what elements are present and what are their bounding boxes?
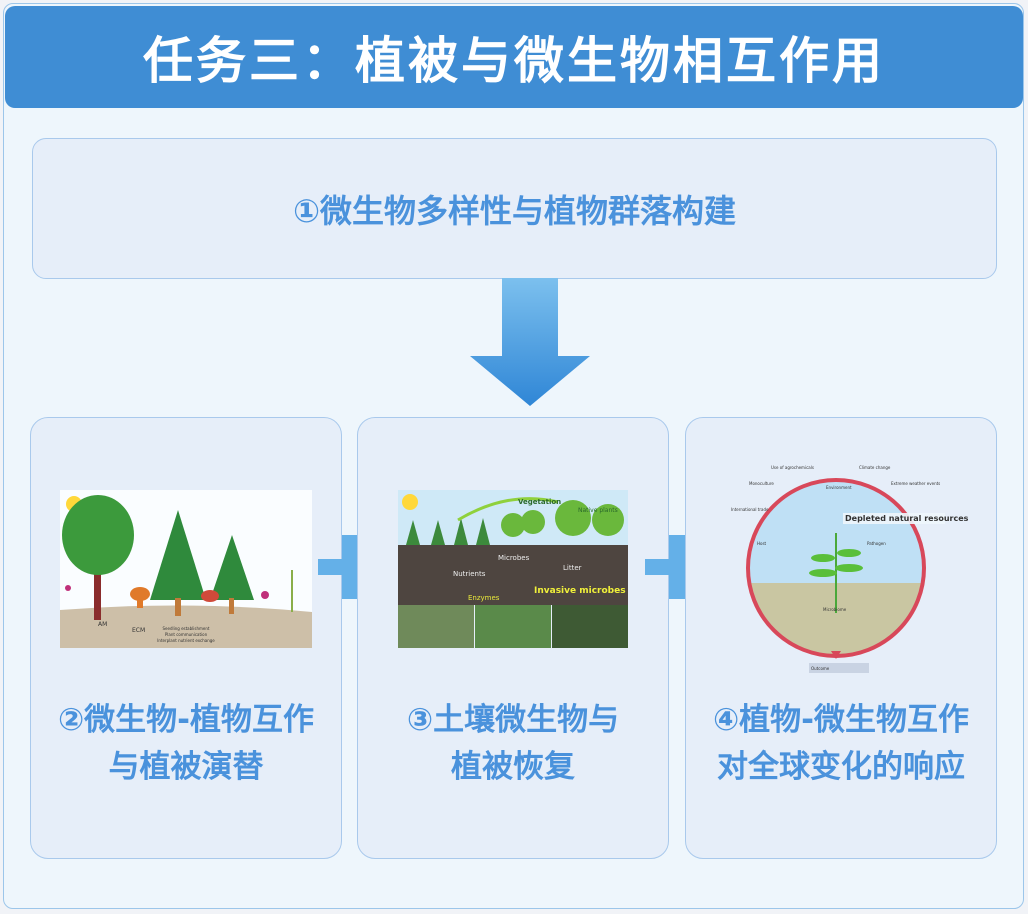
card-title-line1: ③土壤微生物与 xyxy=(406,702,620,738)
card-restoration: Vegetation Native plants Microbes Nutrie… xyxy=(357,417,669,859)
svg-text:Environment: Environment xyxy=(826,485,852,490)
card-global-change: Use of agrochemicals Climate change Monoc… xyxy=(685,417,997,859)
down-arrow-icon xyxy=(470,278,590,406)
svg-text:Seedling establishment: Seedling establishment xyxy=(163,626,210,631)
svg-text:Pathogen: Pathogen xyxy=(867,541,886,546)
svg-text:Microbes: Microbes xyxy=(498,554,530,562)
card-title-line2: 对全球变化的响应 xyxy=(717,749,965,785)
card-title-line1: ②微生物-植物互作 xyxy=(57,702,315,738)
restoration-illustration: Vegetation Native plants Microbes Nutrie… xyxy=(398,490,628,648)
svg-text:Litter: Litter xyxy=(563,564,582,572)
card-title-line2: 植被恢复 xyxy=(451,749,575,785)
svg-text:Monoculture: Monoculture xyxy=(749,481,774,486)
succession-illustration: Seedling establishment Plant communicati… xyxy=(60,490,312,648)
svg-text:Interplant nutrient exchange: Interplant nutrient exchange xyxy=(157,638,215,643)
card-succession: Seedling establishment Plant communicati… xyxy=(30,417,342,859)
page-title: 任务三：植被与微生物相互作用 xyxy=(143,32,885,90)
svg-text:Enzymes: Enzymes xyxy=(468,594,500,602)
svg-text:Native plants: Native plants xyxy=(578,507,618,514)
depleted-resources-label: Depleted natural resources xyxy=(845,514,969,523)
am-label: AM xyxy=(98,621,107,628)
topic-title: ①微生物多样性与植物群落构建 xyxy=(292,191,737,230)
svg-text:Climate change: Climate change xyxy=(859,465,891,470)
svg-text:Host: Host xyxy=(757,541,767,546)
card-title-line2: 与植被演替 xyxy=(108,749,264,785)
global-change-illustration: Use of agrochemicals Climate change Monoc… xyxy=(731,465,969,673)
svg-text:Outcome: Outcome xyxy=(811,666,830,671)
svg-text:Nutrients: Nutrients xyxy=(453,570,486,578)
ecm-label: ECM xyxy=(132,627,145,634)
card-title-line1: ④植物-微生物互作 xyxy=(712,702,970,738)
svg-text:Plant communication: Plant communication xyxy=(165,632,208,637)
svg-text:Vegetation: Vegetation xyxy=(518,498,561,506)
invasive-microbes-label: Invasive microbes xyxy=(534,586,626,596)
header-bar: 任务三：植被与微生物相互作用 xyxy=(5,6,1023,108)
topic-box: ①微生物多样性与植物群落构建 xyxy=(32,138,997,279)
svg-text:International trade: International trade xyxy=(731,507,769,512)
svg-text:Use of agrochemicals: Use of agrochemicals xyxy=(771,465,814,470)
svg-text:Extreme weather events: Extreme weather events xyxy=(891,481,940,486)
svg-text:Microbiome: Microbiome xyxy=(823,607,847,612)
